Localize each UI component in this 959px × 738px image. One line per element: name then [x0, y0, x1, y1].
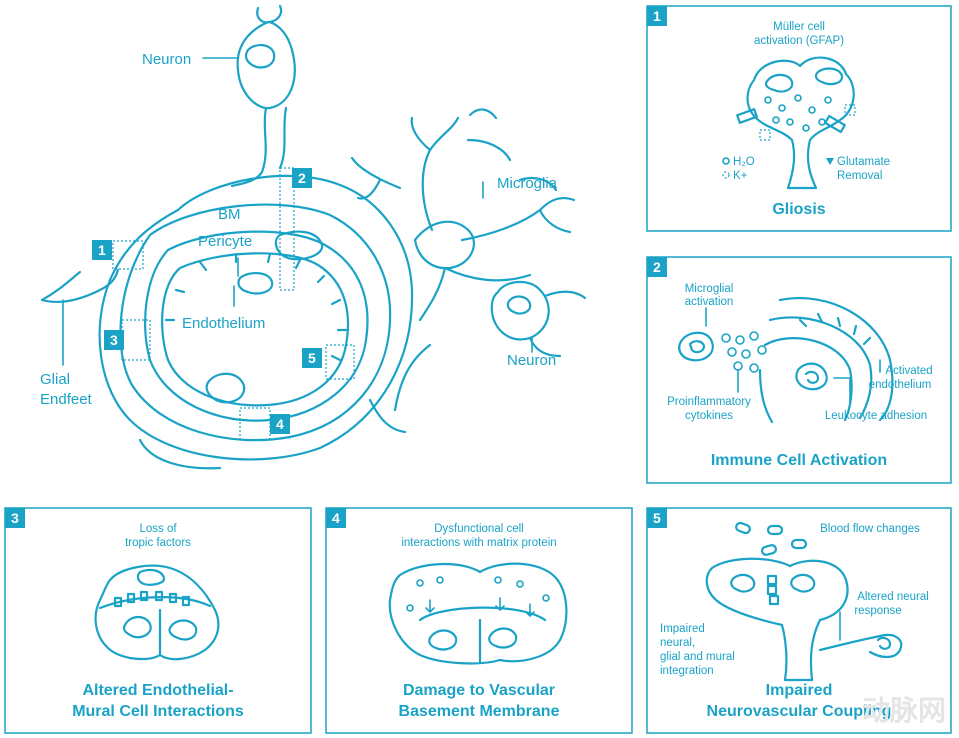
svg-text:2: 2 [653, 259, 661, 275]
panel-neurovascular: 5 Blood flow changes Altered neural resp… [646, 507, 952, 734]
p4-dys-1: Dysfunctional cell [434, 523, 523, 535]
svg-text:5: 5 [653, 510, 661, 526]
p1-title: Gliosis [772, 201, 825, 218]
badge-2: 2 [292, 168, 312, 188]
p1-glut-2: Removal [837, 170, 882, 182]
p5-imp-2: neural, [660, 637, 695, 649]
panel-gliosis: 1 Müller cell activation (GFAP) H₂O K+ G… [646, 5, 952, 232]
svg-text:4: 4 [332, 510, 340, 526]
p1-muller-2: activation (GFAP) [754, 35, 844, 47]
label-microglia: Microglia [497, 175, 558, 192]
p4-dys-2: interactions with matrix protein [401, 537, 556, 549]
p2-title: Immune Cell Activation [711, 452, 887, 469]
p5-altered-1: Altered neural [857, 591, 929, 603]
p2-activated-1: Activated [885, 365, 932, 377]
label-neuron-right: Neuron [507, 352, 556, 369]
p3-loss-1: Loss of [139, 523, 177, 535]
label-pericyte: Pericyte [198, 233, 252, 250]
top-neuron [230, 4, 296, 188]
p1-glut-1: Glutamate [837, 156, 890, 168]
p2-activated-2: endothelium [869, 379, 932, 391]
label-bm: BM [218, 206, 241, 223]
vessel-illustration: Neuron Microglia Neuron Glial Endfeet BM… [40, 4, 587, 470]
microglia [350, 108, 576, 322]
basement-membrane [119, 203, 392, 442]
p2-cyto-1: Proinflammatory [667, 396, 751, 408]
label-endothelium: Endothelium [182, 315, 265, 332]
p2-leuko: Leukocyte adhesion [825, 410, 927, 422]
svg-text:3: 3 [110, 332, 118, 348]
p2-micro-2: activation [685, 296, 734, 308]
glial-endfeet [40, 268, 120, 304]
badge-5: 5 [302, 348, 322, 368]
outer-vessel-wall [98, 174, 414, 461]
svg-text:3: 3 [11, 510, 19, 526]
p1-kplus: K+ [733, 170, 748, 182]
svg-text:1: 1 [98, 242, 106, 258]
p2-cyto-2: cytokines [685, 410, 733, 422]
label-endfeet: Endfeet [40, 391, 93, 408]
p5-imp-4: integration [660, 665, 714, 677]
p4-title-2: Basement Membrane [399, 703, 560, 720]
p1-muller-1: Müller cell [773, 21, 825, 33]
p5-altered-2: response [854, 605, 901, 617]
p5-blood: Blood flow changes [820, 523, 920, 535]
panel-endothelial-mural: 3 Loss of tropic factors Altered Endothe… [4, 507, 312, 734]
svg-text:5: 5 [308, 350, 316, 366]
p2-micro-1: Microglial [685, 283, 734, 295]
panel-basement-membrane: 4 Dysfunctional cell interactions with m… [325, 507, 633, 734]
right-neuron [490, 280, 550, 341]
p5-imp-1: Impaired [660, 623, 705, 635]
svg-text:4: 4 [276, 416, 284, 432]
svg-text:1: 1 [653, 8, 661, 24]
endothelium-layer [161, 252, 350, 407]
p3-title-1: Altered Endothelial- [82, 682, 233, 699]
p5-imp-3: glial and mural [660, 651, 735, 663]
badge-4: 4 [270, 414, 290, 434]
p3-title-2: Mural Cell Interactions [72, 703, 244, 720]
watermark: 动脉网 [862, 694, 946, 727]
p1-h2o: H₂O [733, 156, 755, 168]
pericyte-layer [144, 230, 369, 422]
p3-loss-2: tropic factors [125, 537, 191, 549]
p5-title-2: Neurovascular Coupling [707, 703, 892, 720]
p5-title-1: Impaired [766, 682, 833, 699]
badge-1: 1 [92, 240, 112, 260]
label-neuron-top: Neuron [142, 51, 191, 68]
panel-immune: 2 Microglial activation Activated endoth… [646, 256, 952, 484]
svg-text:2: 2 [298, 170, 306, 186]
p4-title-1: Damage to Vascular [403, 682, 555, 699]
badge-3: 3 [104, 330, 124, 350]
label-glial: Glial [40, 371, 70, 388]
